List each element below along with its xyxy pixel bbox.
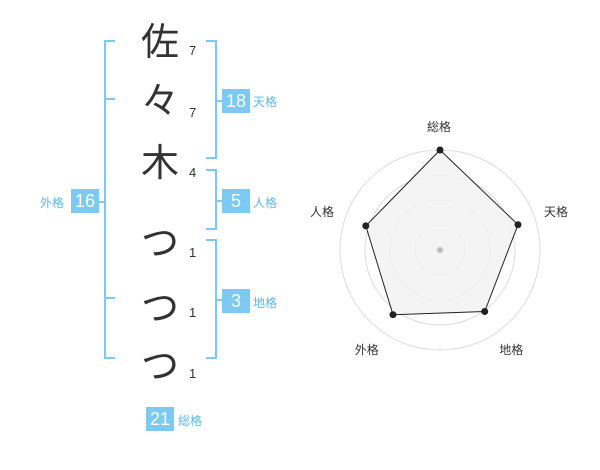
stroke-count-3: 4 (189, 165, 197, 180)
soukaku-label: 総格 (178, 414, 203, 428)
radar-axis-label-5: 人格 (310, 205, 335, 219)
gaikaku-badge: 16 (71, 189, 99, 213)
radar-series-polygon (365, 149, 519, 316)
grouping-brackets (98, 40, 223, 359)
radar-point-1 (436, 146, 444, 154)
gaikaku-label: 外格 (40, 196, 65, 210)
stroke-count-4: 1 (189, 245, 197, 260)
name-char-1: 佐 (140, 20, 179, 64)
stroke-count-6: 1 (189, 366, 197, 381)
name-char-3: 木 (140, 141, 179, 185)
name-char-4: つ (140, 221, 179, 265)
chikaku-label: 地格 (253, 296, 278, 310)
jinkaku-bracket (206, 169, 217, 230)
radar-axis-label-2: 天格 (544, 205, 569, 219)
name-char-5: つ (140, 286, 179, 330)
soukaku-badge: 21 (146, 407, 174, 431)
stroke-count-2: 7 (189, 105, 197, 120)
jinkaku-label: 人格 (253, 196, 278, 210)
chikaku-bracket (206, 239, 217, 359)
tenkaku-bracket (206, 40, 217, 159)
tenkaku-badge: 18 (222, 89, 250, 113)
stroke-count-5: 1 (189, 305, 197, 320)
radar-axis-label-4: 外格 (354, 342, 379, 357)
radar-chart (339, 146, 541, 351)
tenkaku-label: 天格 (253, 95, 278, 109)
gaikaku-bracket (104, 40, 115, 359)
radar-point-4 (389, 311, 397, 319)
radar-axis-label-3: 地格 (499, 342, 524, 357)
name-char-2: 々 (140, 79, 179, 123)
radar-point-5 (362, 222, 370, 230)
jinkaku-badge: 5 (222, 189, 250, 213)
name-char-6: つ (140, 344, 179, 388)
chikaku-badge: 3 (222, 289, 250, 313)
radar-center-dot (437, 247, 443, 253)
radar-axis-label-1: 総格 (427, 120, 452, 134)
stroke-count-1: 7 (189, 43, 197, 58)
radar-point-3 (481, 308, 489, 315)
radar-point-2 (514, 221, 522, 229)
